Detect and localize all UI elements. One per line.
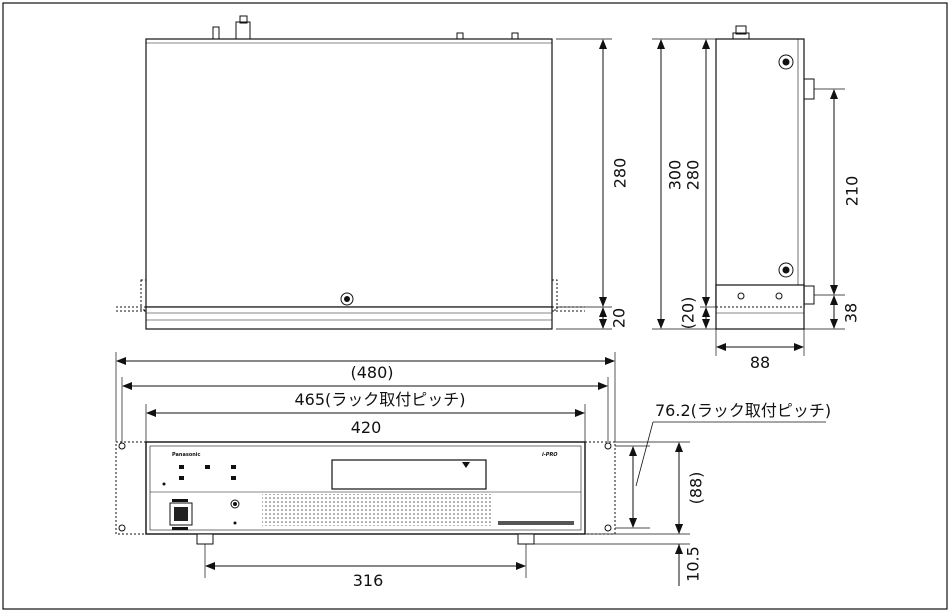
side-dim-88: 88 [750,353,770,372]
led-icon-3 [231,465,236,469]
rear-connector-4 [511,32,519,40]
side-dim-300: 300 [666,160,685,191]
side-body [715,38,805,308]
led-icon-1 [179,465,184,469]
foot-right [517,533,535,545]
rear-connector-2 [235,21,251,40]
front-dim-316: 316 [353,571,384,590]
rear-connector-1 [212,26,220,40]
drive-bay [331,459,487,490]
side-dim-280: 280 [684,160,703,191]
top-screw-icon [340,292,354,306]
side-screw-icon-1 [778,54,794,70]
front-view: Panasonic i-PRO [115,352,831,590]
front-model-mark: i-PRO [542,452,558,458]
top-body [145,38,553,308]
front-dim-762: 76.2(ラック取付ピッチ) [655,401,831,420]
front-dim-480: (480) [350,363,393,382]
front-dim-88: (88) [687,472,706,505]
front-dim-420: 420 [351,418,382,437]
side-screw-icon-2 [778,262,794,278]
side-dim-20: (20) [679,297,698,330]
front-dim-105: 10.5 [684,546,703,582]
front-dim-465: 465(ラック取付ピッチ) [294,390,465,409]
front-button-icon [230,499,240,509]
side-dim-210: 210 [843,176,862,207]
side-view: 300 280 (20) 210 38 88 [652,25,862,372]
top-dim-20: 20 [610,308,629,328]
rear-connector-3 [456,32,464,40]
led-icon-2 [205,465,210,469]
front-brand-logo: Panasonic [172,452,201,458]
side-dim-38: 38 [842,303,861,323]
top-view: 280 20 [116,15,630,330]
top-front-bezel [145,306,553,330]
foot-left [196,533,214,545]
vent-grille [262,494,492,526]
top-dim-280: 280 [611,158,630,189]
